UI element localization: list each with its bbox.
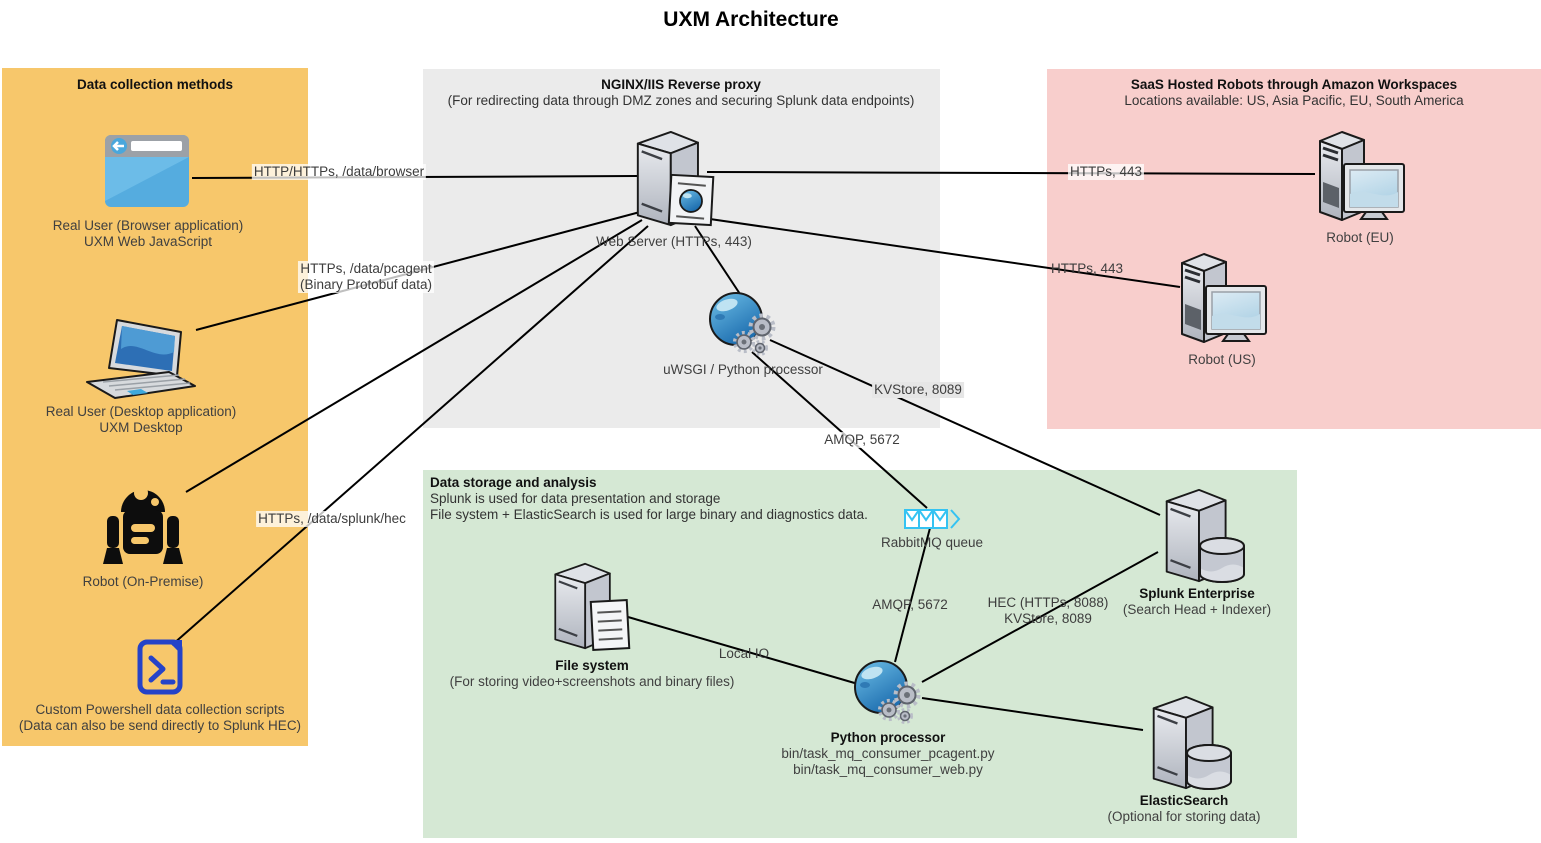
edge-label-hec-1: HEC (HTTPs, 8088) [987,595,1109,610]
desktop-label-2: UXM Desktop [99,420,183,435]
zone-title-reverse-proxy: NGINX/IIS Reverse proxy [601,77,761,92]
zone-subtitle-data-storage-2: File system + ElasticSearch is used for … [430,507,868,522]
node-elasticsearch: ElasticSearch (Optional for storing data… [1074,695,1294,825]
rabbitmq-label: RabbitMQ queue [880,535,984,550]
zone-reverse-proxy [423,69,940,428]
edge-python-elastic [921,697,1144,731]
edge-webserver-robot-eu [706,171,1316,175]
zone-data-storage [423,470,1297,838]
edge-label-https-443-eu: HTTPs, 443 [1067,164,1145,180]
globe-gears-icon [706,290,780,358]
rabbitmq-queue-icon [904,509,961,529]
edge-robot-webserver [185,219,643,493]
zone-title-saas-robots: SaaS Hosted Robots through Amazon Worksp… [1130,77,1458,92]
node-splunk: Splunk Enterprise (Search Head + Indexer… [1087,488,1307,618]
edge-label-amqp-upper: AMQP, 5672 [822,432,902,448]
robot-icon [103,486,183,564]
page-title: UXM Architecture [663,8,839,31]
zone-subtitle-saas-robots: Locations available: US, Asia Pacific, E… [1124,93,1464,108]
node-uwsgi: uWSGI / Python processor [643,290,843,378]
edge-label-splunk-hec: HTTPs, /data/splunk/hec [256,511,408,527]
browser-icon [105,135,189,207]
web-server-label: Web Server (HTTPs, 443) [596,234,752,249]
file-server-icon [554,562,631,651]
edge-powershell-webserver [171,225,649,646]
file-system-title: File system [555,658,629,673]
node-web-server: Web Server (HTTPs, 443) [564,130,784,250]
edge-label-amqp-lower: AMQP, 5672 [872,597,948,612]
zone-subtitle-data-storage-1: Splunk is used for data presentation and… [430,491,721,506]
node-powershell: Custom Powershell data collection script… [15,638,305,734]
desktop-label-1: Real User (Desktop application) [45,404,237,419]
elasticsearch-sub: (Optional for storing data) [1107,809,1261,824]
edge-label-pcagent: HTTPs, /data/pcagent (Binary Protobuf da… [297,261,435,293]
python-processor-title: Python processor [830,730,946,745]
edge-webserver-uwsgi [694,225,741,295]
edge-label-https-443-us: HTTPs, 443 [1050,261,1124,276]
splunk-sub: (Search Head + Indexer) [1122,602,1272,617]
node-python-processor: Python processor bin/task_mq_consumer_pc… [768,658,1008,778]
robot-us-label: Robot (US) [1188,352,1256,367]
node-rabbitmq: RabbitMQ queue [852,507,1012,551]
file-system-sub: (For storing video+screenshots and binar… [449,674,735,689]
robot-onprem-label: Robot (On-Premise) [82,574,204,589]
globe-gears-icon [851,658,925,726]
workstation-icon [1318,130,1405,222]
zone-title-data-collection: Data collection methods [76,77,234,92]
database-server-icon [1165,488,1245,583]
powershell-label-1: Custom Powershell data collection script… [35,702,285,717]
edge-uwsgi-rabbitmq [751,351,928,509]
node-robot-onprem: Robot (On-Premise) [43,476,243,590]
server-icon [636,130,715,227]
edge-rabbitmq-python [894,527,931,663]
laptop-icon [86,319,196,399]
python-processor-sub-1: bin/task_mq_consumer_pcagent.py [781,746,995,761]
node-browser: Real User (Browser application) UXM Web … [48,134,248,250]
splunk-title: Splunk Enterprise [1139,586,1255,601]
uwsgi-label: uWSGI / Python processor [663,362,823,377]
edge-label-kvstore-8089: KVStore, 8089 [872,382,964,398]
edge-uwsgi-splunk [769,339,1161,516]
powershell-label-2: (Data can also be send directly to Splun… [18,718,302,733]
node-desktop: Real User (Desktop application) UXM Desk… [31,316,251,436]
edge-filesystem-python [627,616,859,685]
browser-label-2: UXM Web JavaScript [83,234,213,249]
python-processor-sub-2: bin/task_mq_consumer_web.py [793,762,983,777]
edge-label-pcagent-1: HTTPs, /data/pcagent [300,261,432,276]
edge-label-hec-2: KVStore, 8089 [1004,611,1092,626]
database-server-icon [1152,695,1232,790]
edge-label-local-io: Local IO [718,646,770,661]
edge-label-hec: HEC (HTTPs, 8088) KVStore, 8089 [986,595,1111,627]
browser-label-1: Real User (Browser application) [52,218,244,233]
node-file-system: File system (For storing video+screensho… [442,562,742,690]
edge-webserver-robot-us [702,217,1181,288]
elasticsearch-title: ElasticSearch [1139,793,1229,808]
edge-python-splunk [921,551,1159,683]
robot-eu-label: Robot (EU) [1326,230,1394,245]
zone-title-data-storage: Data storage and analysis [430,475,597,490]
zone-subtitle-reverse-proxy: (For redirecting data through DMZ zones … [447,93,915,108]
node-robot-eu: Robot (EU) [1280,128,1440,246]
workstation-icon [1180,252,1267,344]
node-robot-us: Robot (US) [1142,250,1302,368]
edge-label-pcagent-2: (Binary Protobuf data) [299,277,433,292]
edge-label-browser: HTTP/HTTPs, /data/browser [251,164,427,180]
zone-saas-robots [1047,69,1541,429]
powershell-icon [137,639,183,695]
